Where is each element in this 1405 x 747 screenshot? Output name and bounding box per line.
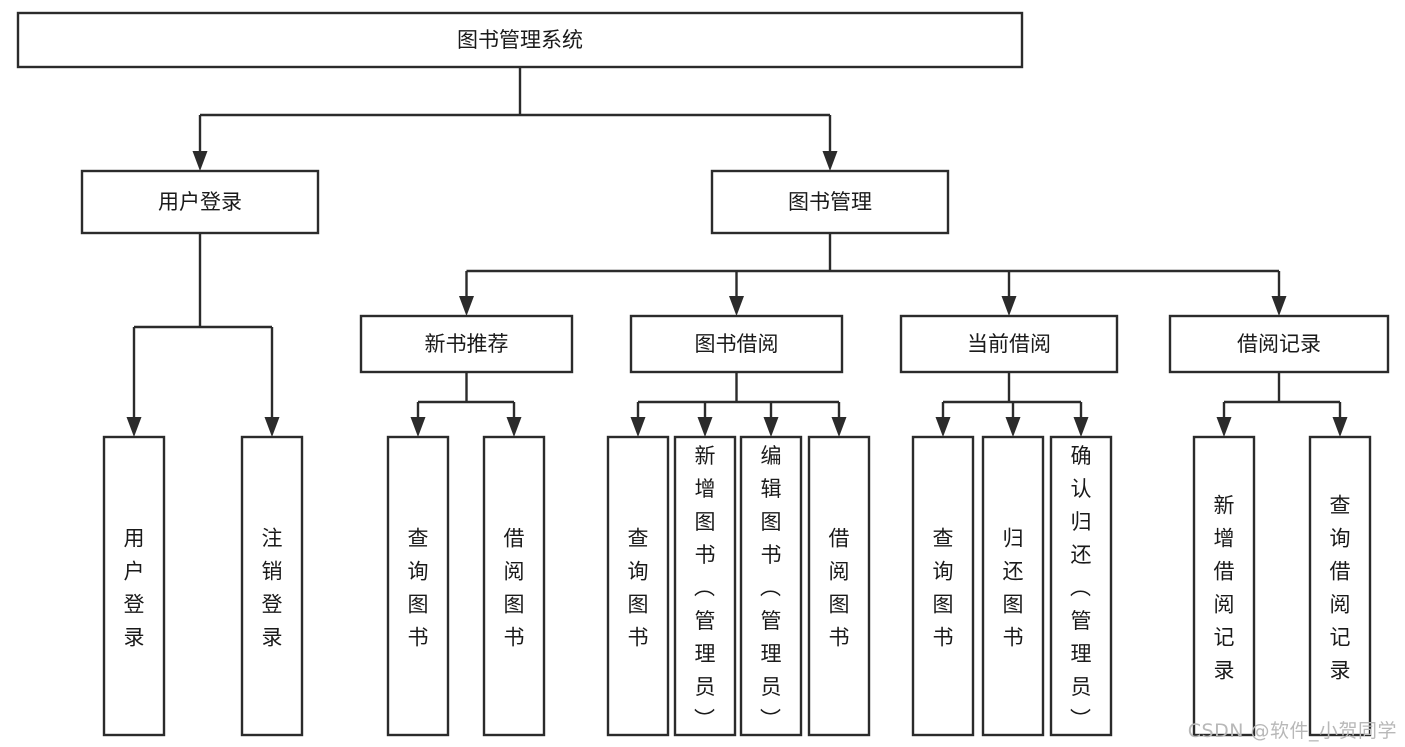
arrow-head-icon (935, 417, 951, 437)
arrow-head-icon (459, 296, 474, 316)
node-label-leaf-user-login: 用户登录 (124, 527, 145, 650)
arrow-head-icon (763, 417, 779, 437)
edge-group-book-manage (459, 233, 1287, 316)
arrow-head-icon (630, 417, 646, 437)
node-leaf-logout-login[interactable]: 注销登录 (240, 435, 304, 737)
edge-group-new-book-recommend (410, 372, 522, 437)
arrow-head-icon (126, 417, 142, 437)
arrow-head-icon (1005, 417, 1021, 437)
node-box-borrow-record[interactable] (1168, 314, 1390, 374)
node-label-leaf-query-book-1: 查询图书 (408, 527, 429, 650)
node-label-leaf-confirm-return-admin: 确认归还（管理员） (1070, 444, 1092, 732)
node-root[interactable]: 图书管理系统 (16, 11, 1024, 69)
node-book-borrow[interactable]: 图书借阅 (629, 314, 844, 374)
node-current-borrow[interactable]: 当前借阅 (899, 314, 1119, 374)
arrow-head-icon (506, 417, 522, 437)
arrow-head-icon (1216, 417, 1232, 437)
node-leaf-add-book-admin[interactable]: 新增图书（管理员） (673, 435, 737, 737)
node-leaf-query-book-2[interactable]: 查询图书 (606, 435, 670, 737)
node-box-leaf-user-login[interactable] (102, 435, 166, 737)
edge-group-user-login (126, 233, 280, 437)
arrow-head-icon (1073, 417, 1089, 437)
arrow-head-icon (264, 417, 280, 437)
edge-group-root (192, 67, 838, 171)
node-box-root[interactable] (16, 11, 1024, 69)
node-box-new-book-recommend[interactable] (359, 314, 574, 374)
node-label-leaf-return-book: 归还图书 (1003, 527, 1024, 650)
watermark-label: CSDN @软件_小贺同学 (1187, 720, 1397, 742)
node-leaf-edit-book-admin[interactable]: 编辑图书（管理员） (739, 435, 803, 737)
node-box-leaf-logout-login[interactable] (240, 435, 304, 737)
arrow-head-icon (697, 417, 713, 437)
node-leaf-query-book-3[interactable]: 查询图书 (911, 435, 975, 737)
node-label-new-book-recommend: 新书推荐 (425, 332, 509, 356)
arrow-head-icon (410, 417, 426, 437)
node-label-leaf-query-borrow-record: 查询借阅记录 (1330, 494, 1351, 683)
node-box-leaf-query-book-1[interactable] (386, 435, 450, 737)
connector-layer (126, 67, 1348, 437)
node-box-leaf-query-borrow-record[interactable] (1308, 435, 1372, 737)
node-box-leaf-confirm-return-admin[interactable] (1049, 435, 1113, 737)
node-label-leaf-add-borrow-record: 新增借阅记录 (1214, 494, 1235, 683)
node-box-leaf-return-book[interactable] (981, 435, 1045, 737)
node-label-leaf-borrow-book-2: 借阅图书 (829, 527, 850, 650)
node-box-user-login[interactable] (80, 169, 320, 235)
node-box-leaf-query-book-2[interactable] (606, 435, 670, 737)
node-box-book-manage[interactable] (710, 169, 950, 235)
node-leaf-borrow-book-2[interactable]: 借阅图书 (807, 435, 871, 737)
node-box-leaf-edit-book-admin[interactable] (739, 435, 803, 737)
node-box-leaf-borrow-book-2[interactable] (807, 435, 871, 737)
edge-group-borrow-record (1216, 372, 1348, 437)
node-leaf-borrow-book-1[interactable]: 借阅图书 (482, 435, 546, 737)
edge-group-current-borrow (935, 372, 1089, 437)
node-box-leaf-borrow-book-1[interactable] (482, 435, 546, 737)
arrow-head-icon (1271, 296, 1287, 316)
node-label-user-login: 用户登录 (158, 190, 242, 214)
node-leaf-user-login[interactable]: 用户登录 (102, 435, 166, 737)
node-book-manage[interactable]: 图书管理 (710, 169, 950, 235)
node-label-borrow-record: 借阅记录 (1237, 332, 1321, 356)
arrow-head-icon (822, 151, 838, 171)
node-leaf-add-borrow-record[interactable]: 新增借阅记录 (1192, 435, 1256, 737)
node-label-leaf-logout-login: 注销登录 (262, 527, 283, 650)
node-label-leaf-query-book-3: 查询图书 (933, 527, 954, 650)
node-label-leaf-add-book-admin: 新增图书（管理员） (694, 444, 716, 732)
node-box-current-borrow[interactable] (899, 314, 1119, 374)
node-label-book-manage: 图书管理 (788, 190, 872, 214)
arrow-head-icon (831, 417, 847, 437)
node-box-leaf-add-book-admin[interactable] (673, 435, 737, 737)
node-leaf-return-book[interactable]: 归还图书 (981, 435, 1045, 737)
node-layer: 图书管理系统用户登录图书管理新书推荐图书借阅当前借阅借阅记录用户登录注销登录查询… (16, 11, 1390, 737)
node-label-leaf-borrow-book-1: 借阅图书 (504, 527, 525, 650)
node-label-root: 图书管理系统 (457, 28, 583, 52)
node-leaf-confirm-return-admin[interactable]: 确认归还（管理员） (1049, 435, 1113, 737)
node-label-leaf-query-book-2: 查询图书 (628, 527, 649, 650)
node-label-current-borrow: 当前借阅 (967, 332, 1051, 356)
node-new-book-recommend[interactable]: 新书推荐 (359, 314, 574, 374)
arrow-head-icon (1332, 417, 1348, 437)
arrow-head-icon (1001, 296, 1017, 316)
arrow-head-icon (729, 296, 744, 316)
node-leaf-query-borrow-record[interactable]: 查询借阅记录 (1308, 435, 1372, 737)
node-box-leaf-add-borrow-record[interactable] (1192, 435, 1256, 737)
node-leaf-query-book-1[interactable]: 查询图书 (386, 435, 450, 737)
node-label-leaf-edit-book-admin: 编辑图书（管理员） (760, 444, 782, 732)
node-box-book-borrow[interactable] (629, 314, 844, 374)
node-borrow-record[interactable]: 借阅记录 (1168, 314, 1390, 374)
arrow-head-icon (192, 151, 208, 171)
node-box-leaf-query-book-3[interactable] (911, 435, 975, 737)
edge-group-book-borrow (630, 372, 847, 437)
node-user-login[interactable]: 用户登录 (80, 169, 320, 235)
node-label-book-borrow: 图书借阅 (695, 332, 779, 356)
